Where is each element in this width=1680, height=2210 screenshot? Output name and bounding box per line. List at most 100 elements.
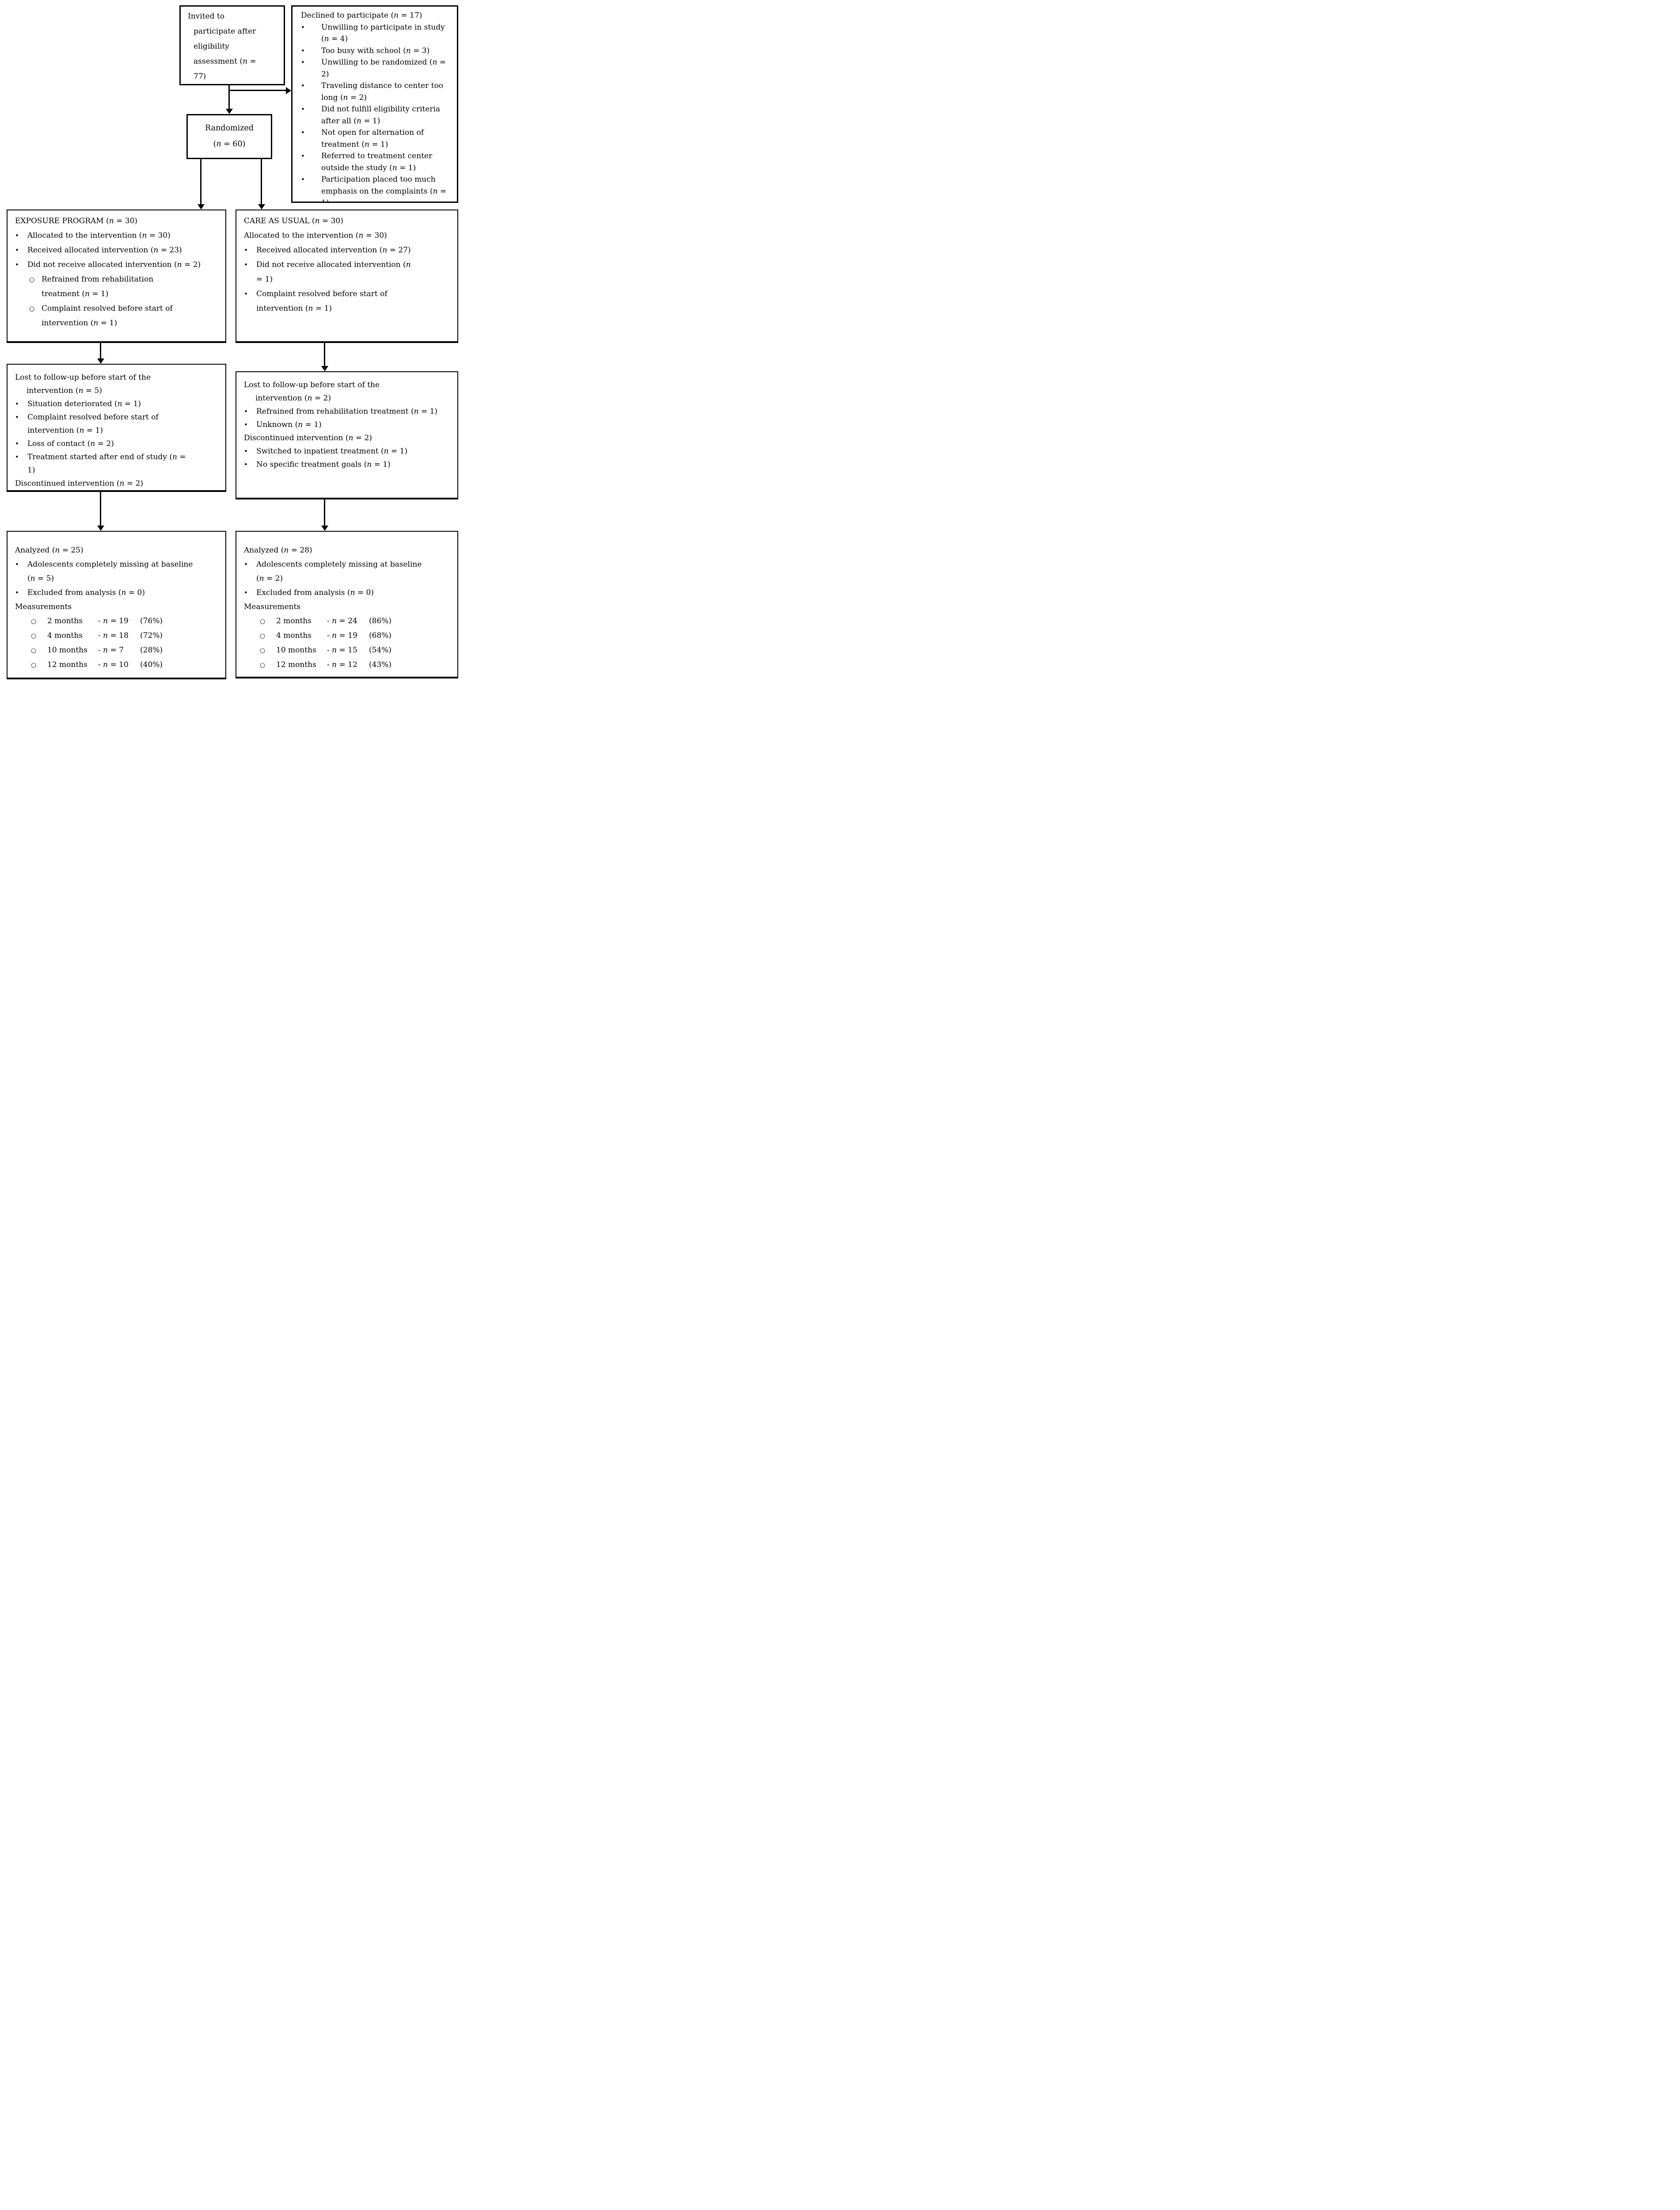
measurement-pct: (86%) [369, 617, 392, 625]
analyzed-exposure-box: Analyzed (n = 25)•Adolescents completely… [7, 531, 226, 679]
list-item-text: Complaint resolved before start of inter… [42, 304, 173, 328]
box-text: Analyzed (n = 28) [244, 546, 312, 555]
bullet-icon: • [15, 400, 19, 408]
bullet-icon: • [15, 261, 19, 269]
list-item-text: Unwilling to be randomized (n = 2) [321, 58, 446, 79]
list-item-text: Unknown (n = 1) [256, 420, 322, 429]
box-text: Measurements [15, 602, 72, 611]
list-item: •No specific treatment goals (n = 1) [244, 458, 452, 471]
list-item: •Change of treatment (n = 2) [15, 490, 220, 492]
circle-bullet-icon: ○ [31, 618, 37, 625]
bullet-icon: • [15, 246, 19, 254]
box-text: Allocated to the intervention (n = 30) [244, 229, 452, 243]
list-item: •Refrained from rehabilitation treatment… [244, 405, 452, 418]
bullet-icon: • [244, 560, 248, 568]
measurement-label: 10 months [276, 646, 316, 655]
connector-invited-randomized [228, 85, 230, 110]
bullet-icon: • [244, 589, 248, 597]
measurement-pct: (72%) [140, 631, 163, 640]
list-item-text: Complaint resolved before start of inter… [256, 290, 388, 313]
bullet-icon: • [244, 261, 248, 269]
list-item-text: Switched to inpatient treatment (n = 1) [256, 447, 408, 456]
list-item: •Treatment started after end of study (n… [15, 450, 220, 477]
list-item: •Complaint resolved before start of inte… [244, 287, 452, 316]
list-item-text: Not open for alternation of treatment (n… [321, 128, 424, 149]
list-item: •Did not fulfill eligibility criteria af… [301, 103, 452, 127]
box-heading: Discontinued intervention (n = 2) [15, 477, 220, 490]
list-item-text: Complaint resolved before start of inter… [27, 413, 159, 435]
measurement-n: - n = 12 [327, 660, 357, 669]
circle-bullet-icon: ○ [31, 633, 37, 640]
measurement-pct: (76%) [140, 617, 163, 625]
box-heading: Analyzed (n = 25) [15, 543, 220, 557]
list-item: •Unwilling to participate in study (n = … [301, 22, 452, 45]
bullet-icon: • [301, 46, 305, 55]
arrowhead-down-analyzed-left-icon [97, 526, 104, 531]
measurement-pct: (28%) [140, 646, 163, 655]
measurement-row: ○4 months- n = 18(72%) [31, 629, 220, 643]
arrowhead-down-randomized-icon [226, 109, 233, 114]
measurement-n: - n = 10 [98, 660, 129, 669]
lost-to-follow-up-care-box: Lost to follow-up before start of the in… [236, 371, 458, 499]
measurement-n: - n = 15 [327, 646, 357, 655]
list-item: •Not open for alternation of treatment (… [301, 127, 452, 150]
list-item: ○Complaint resolved before start of inte… [29, 301, 220, 331]
box-text: Declined to participate (n = 17) [301, 11, 422, 20]
list-item: •Allocated to the intervention (n = 30) [15, 229, 220, 243]
bullet-icon: • [244, 447, 248, 455]
arrowhead-down-analyzed-right-icon [321, 526, 328, 531]
arrowhead-down-lost-left-icon [97, 358, 104, 364]
list-item-text: Refrained from rehabilitation treatment … [42, 275, 154, 298]
list-item-text: Change of treatment (n = 2) [27, 490, 136, 492]
bullet-icon: • [244, 421, 248, 429]
measurement-n: - n = 7 [98, 646, 124, 655]
circle-bullet-icon: ○ [29, 276, 35, 283]
list-item-text: Participation placed too much emphasis o… [321, 175, 447, 203]
box-text: Discontinued intervention (n = 2) [244, 434, 372, 442]
list-item-text: Excluded from analysis (n = 0) [256, 588, 374, 597]
list-item: •Adolescents completely missing at basel… [15, 557, 220, 586]
measurement-n: - n = 19 [327, 631, 357, 640]
connector-randomized-care [261, 159, 262, 205]
list-item-text: Adolescents completely missing at baseli… [27, 560, 193, 583]
bullet-icon: • [15, 490, 27, 492]
list-item: •Loss of contact (n = 2) [15, 437, 220, 450]
list-item: •Traveling distance to center too long (… [301, 80, 452, 103]
list-item-text: Too busy with school (n = 3) [321, 46, 430, 55]
arrowhead-down-care-icon [258, 204, 265, 210]
list-item-text: Received allocated intervention (n = 27) [256, 246, 411, 255]
list-item: ○ Refrained from rehabilitation treatment… [29, 272, 220, 301]
list-item-text: No specific treatment goals (n = 1) [256, 460, 391, 469]
measurement-label: 12 months [47, 660, 87, 669]
list-item: •Situation deteriorated (n = 1) [15, 397, 220, 411]
measurement-row: ○2 months- n = 24(86%) [260, 614, 452, 629]
bullet-icon: • [15, 453, 19, 461]
box-text: Invited to participate after eligibility… [188, 12, 256, 81]
list-item: •Excluded from analysis (n = 0) [15, 586, 220, 600]
arrowhead-down-lost-right-icon [321, 366, 328, 371]
connector-lost-analyzed-right [324, 499, 325, 526]
randomized-box: Randomized (n = 60) [186, 114, 272, 159]
list-item-text: Refrained from rehabilitation treatment … [256, 407, 438, 416]
bullet-icon: • [244, 246, 248, 254]
box-heading: Lost to follow-up before start of the in… [244, 378, 423, 405]
list-item: •Did not receive allocated intervention … [15, 258, 220, 272]
list-item: • Unknown (n = 1) [244, 418, 452, 431]
list-item-text: Did not receive allocated intervention (… [256, 260, 411, 284]
measurement-label: 12 months [276, 660, 316, 669]
list-item: • Switched to inpatient treatment (n = 1) [244, 445, 452, 458]
list-item: • Complaint resolved before start of inte… [15, 411, 220, 437]
declined-box: Declined to participate (n = 17)•Unwilli… [291, 5, 458, 203]
measurement-label: 4 months [47, 631, 83, 640]
randomized-label: Randomized [205, 124, 254, 133]
bullet-icon: • [301, 58, 305, 66]
exposure-program-box: EXPOSURE PROGRAM (n = 30)•Allocated to t… [7, 210, 226, 343]
list-item-text: Did not fulfill eligibility criteria aft… [321, 105, 441, 126]
measurement-row: ○12 months- n = 10(40%) [31, 658, 220, 672]
connector-care-lost [324, 343, 325, 367]
bullet-icon: • [15, 413, 19, 421]
arrowhead-right-declined-icon [286, 87, 291, 94]
bullet-icon: • [301, 23, 305, 31]
measurement-row: ○10 months- n = 15(54%) [260, 643, 452, 658]
box-text: Measurements [15, 600, 220, 614]
